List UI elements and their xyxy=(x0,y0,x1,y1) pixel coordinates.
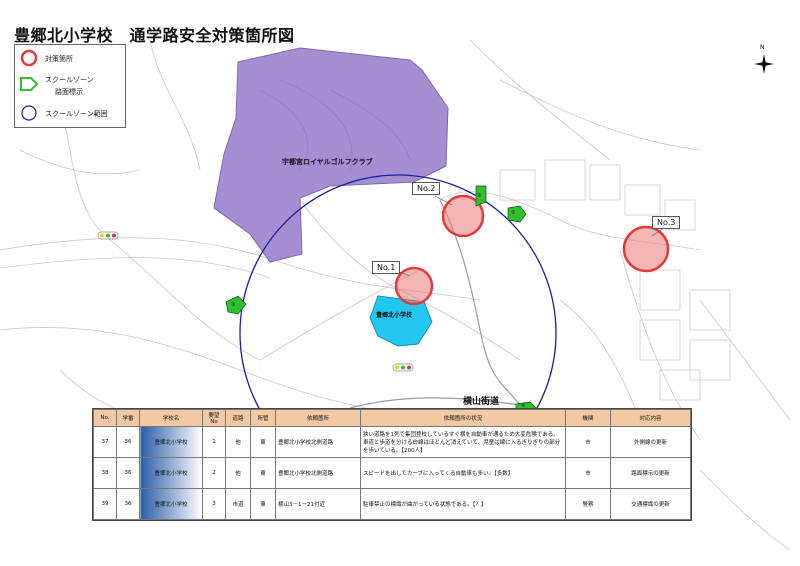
col-school-name: 学校名 xyxy=(139,409,203,427)
blue-circle-icon xyxy=(21,105,37,121)
cell-situation: 狭い道路を1列で集団登校しているすぐ横を自動車が通るため大変危険である。車道と歩… xyxy=(360,426,566,458)
cell-location: 豊郷北小学校北側道路 xyxy=(275,457,361,489)
cell-situation: 駐車禁止の標識が曲がっている状態である。【？】 xyxy=(360,488,566,520)
page-title: 豊郷北小学校 通学路安全対策箇所図 xyxy=(14,26,295,45)
spot-circle-no2 xyxy=(441,194,485,238)
col-no: No. xyxy=(93,409,117,427)
legend-icons xyxy=(20,49,39,121)
cell-location: 豊郷北小学校北側道路 xyxy=(275,426,361,458)
red-circle-icon xyxy=(20,49,38,67)
legend: 対策箇所 スクールゾーン 路面標示 スクールゾーン範囲 xyxy=(14,44,126,128)
cell-agency: 市 xyxy=(565,457,611,489)
cell-school-no: 36 xyxy=(116,488,140,520)
col-response: 対応内容 xyxy=(610,409,691,427)
school-label: 豊郷北小学校 xyxy=(376,312,413,319)
north-arrow: N xyxy=(752,44,776,78)
spot-label-no2: No.2 xyxy=(412,182,441,195)
cell-school-no: 36 xyxy=(116,426,140,458)
road-label: 横山街道 xyxy=(463,397,500,407)
cell-jurisdiction: 東 xyxy=(250,426,276,458)
marker-3 xyxy=(225,295,247,315)
table-header-row: No. 学番 学校名 要望No 道路 所管 依頼箇所 依頼箇所の状況 機関 対応… xyxy=(93,409,691,427)
cell-jurisdiction: 東 xyxy=(250,457,276,489)
cell-request-no: 2 xyxy=(202,457,226,489)
cell-response: 路面標示の更新 xyxy=(610,457,691,489)
cell-request-no: 3 xyxy=(202,488,226,520)
cell-road: 市道 xyxy=(225,488,251,520)
table-row: 38 36 豊郷北小学校 2 他 東 豊郷北小学校北側道路 スピードを出してカー… xyxy=(93,457,691,489)
cell-school-name: 豊郷北小学校 xyxy=(139,488,203,520)
cell-location: 横山3－1－21付近 xyxy=(275,488,361,520)
cell-no: 39 xyxy=(93,488,117,520)
traffic-signal-icon xyxy=(392,363,414,372)
marker-label-3: ③ xyxy=(231,302,236,308)
cell-no: 38 xyxy=(93,457,117,489)
cell-jurisdiction: 東 xyxy=(250,488,276,520)
spot-label-no3: No.3 xyxy=(652,216,681,229)
table-row: 39 36 豊郷北小学校 3 市道 東 横山3－1－21付近 駐車禁止の標識が曲… xyxy=(93,488,691,520)
marker-label-1: ① xyxy=(477,193,482,199)
cell-school-name: 豊郷北小学校 xyxy=(139,457,203,489)
cell-agency: 市 xyxy=(565,426,611,458)
school-area xyxy=(369,295,433,347)
col-agency: 機関 xyxy=(565,409,611,427)
spot-circle-no3 xyxy=(622,225,670,273)
cell-response: 外側線の更新 xyxy=(610,426,691,458)
cell-road: 他 xyxy=(225,457,251,489)
golf-course-area xyxy=(213,47,449,263)
legend-label-zone-range: スクールゾーン範囲 xyxy=(45,110,108,118)
marker-label-2: ② xyxy=(511,210,516,216)
cell-no: 37 xyxy=(93,426,117,458)
cell-agency: 警察 xyxy=(565,488,611,520)
col-school-no: 学番 xyxy=(116,409,140,427)
compass-icon xyxy=(754,54,774,74)
col-request-no: 要望No xyxy=(202,409,226,427)
spot-label-no1: No.1 xyxy=(372,261,401,274)
cell-school-name: 豊郷北小学校 xyxy=(139,426,203,458)
table-row: 37 36 豊郷北小学校 1 他 東 豊郷北小学校北側道路 狭い道路を1列で集団… xyxy=(93,426,691,458)
green-pentagon-icon xyxy=(20,77,39,91)
legend-label-road-marking: 路面標示 xyxy=(55,88,83,96)
cell-situation: スピードを出してカーブに入ってくる自動車も多い。【多数】 xyxy=(360,457,566,489)
spot-circle-no1 xyxy=(394,266,434,306)
col-location: 依頼箇所 xyxy=(275,409,361,427)
cell-road: 他 xyxy=(225,426,251,458)
request-table: No. 学番 学校名 要望No 道路 所管 依頼箇所 依頼箇所の状況 機関 対応… xyxy=(92,408,692,521)
north-label: N xyxy=(760,44,765,51)
cell-school-no: 36 xyxy=(116,457,140,489)
marker-label-4: ④ xyxy=(521,403,526,409)
legend-label-spot: 対策箇所 xyxy=(45,55,73,63)
col-jurisdiction: 所管 xyxy=(250,409,276,427)
golf-course-label: 宇都宮ロイヤルゴルフクラブ xyxy=(282,158,373,166)
col-road: 道路 xyxy=(225,409,251,427)
col-situation: 依頼箇所の状況 xyxy=(360,409,566,427)
legend-label-school-zone: スクールゾーン xyxy=(45,76,94,84)
traffic-signal-icon xyxy=(97,231,119,240)
cell-response: 交通標識の更新 xyxy=(610,488,691,520)
marker-2 xyxy=(507,205,527,223)
cell-request-no: 1 xyxy=(202,426,226,458)
marker-1 xyxy=(475,185,487,207)
